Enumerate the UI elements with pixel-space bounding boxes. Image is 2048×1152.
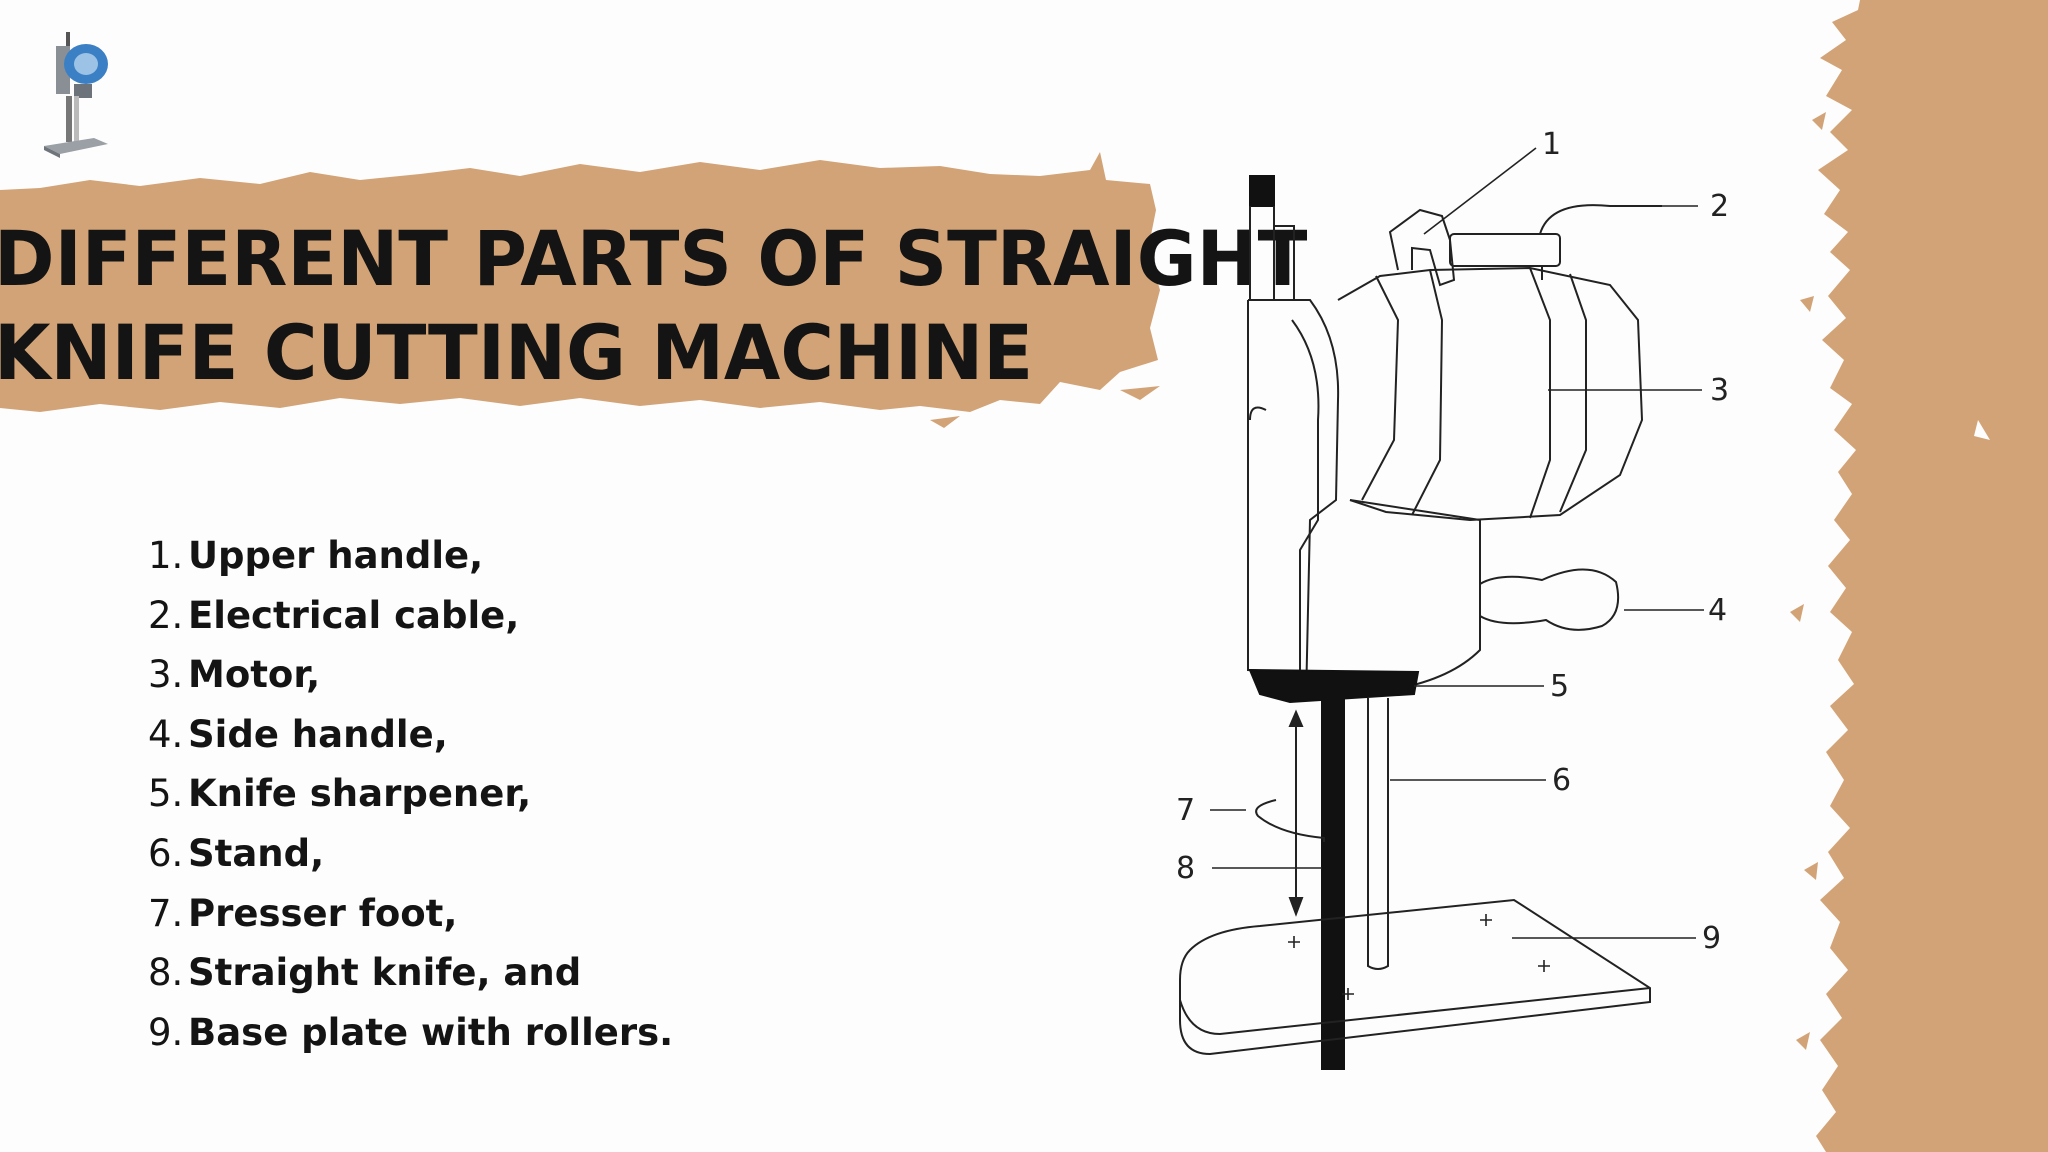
callout-1: 1 bbox=[1542, 127, 1561, 162]
list-item: 1.Upper handle, bbox=[148, 526, 673, 586]
callout-8: 8 bbox=[1176, 851, 1195, 886]
list-item-number: 4. bbox=[148, 712, 184, 756]
list-item-label: Upper handle, bbox=[188, 534, 484, 577]
callout-9: 9 bbox=[1702, 921, 1721, 956]
list-item-label: Knife sharpener, bbox=[188, 772, 532, 816]
list-item-label: Straight knife, and bbox=[188, 951, 582, 995]
callout-2: 2 bbox=[1710, 189, 1729, 224]
machine-logo bbox=[44, 32, 108, 158]
title-line-1: DIFFERENT PARTS OF STRAIGHT bbox=[0, 214, 1308, 303]
callout-6: 6 bbox=[1552, 763, 1571, 798]
list-item-label: Electrical cable, bbox=[188, 593, 520, 637]
list-item: 5.Knife sharpener, bbox=[148, 764, 673, 824]
list-item-number: 5. bbox=[148, 772, 184, 816]
list-item-label: Presser foot, bbox=[188, 891, 458, 935]
list-item-number: 7. bbox=[148, 891, 184, 935]
list-item-label: Motor, bbox=[188, 653, 321, 697]
list-item-label: Side handle, bbox=[188, 712, 448, 756]
decorative-side-strip bbox=[1790, 0, 2048, 1152]
page-title: DIFFERENT PARTS OF STRAIGHT KNIFE CUTTIN… bbox=[0, 212, 1308, 400]
list-item-number: 3. bbox=[148, 653, 184, 697]
list-item-number: 6. bbox=[148, 831, 184, 875]
list-item: 4.Side handle, bbox=[148, 705, 673, 765]
list-item-number: 1. bbox=[148, 534, 184, 577]
list-item-label: Stand, bbox=[188, 831, 325, 875]
list-item-number: 2. bbox=[148, 593, 184, 637]
parts-list: 1.Upper handle, 2.Electrical cable, 3.Mo… bbox=[148, 526, 673, 1062]
list-item: 8.Straight knife, and bbox=[148, 943, 673, 1003]
title-line-2: KNIFE CUTTING MACHINE bbox=[0, 308, 1034, 397]
callout-4: 4 bbox=[1708, 593, 1727, 628]
list-item-label: Base plate with rollers. bbox=[188, 1010, 674, 1054]
list-item: 2.Electrical cable, bbox=[148, 586, 673, 646]
list-item-number: 8. bbox=[148, 951, 184, 995]
list-item: 3.Motor, bbox=[148, 645, 673, 705]
list-item: 9.Base plate with rollers. bbox=[148, 1003, 673, 1063]
title-brush-stroke bbox=[0, 152, 1160, 428]
callout-5: 5 bbox=[1550, 669, 1569, 704]
machine-diagram: 1 2 3 4 5 6 7 8 9 bbox=[1176, 127, 1729, 1070]
list-item-number: 9. bbox=[148, 1010, 184, 1054]
callout-7: 7 bbox=[1176, 793, 1195, 828]
list-item: 7.Presser foot, bbox=[148, 884, 673, 944]
list-item: 6.Stand, bbox=[148, 824, 673, 884]
callout-3: 3 bbox=[1710, 373, 1729, 408]
